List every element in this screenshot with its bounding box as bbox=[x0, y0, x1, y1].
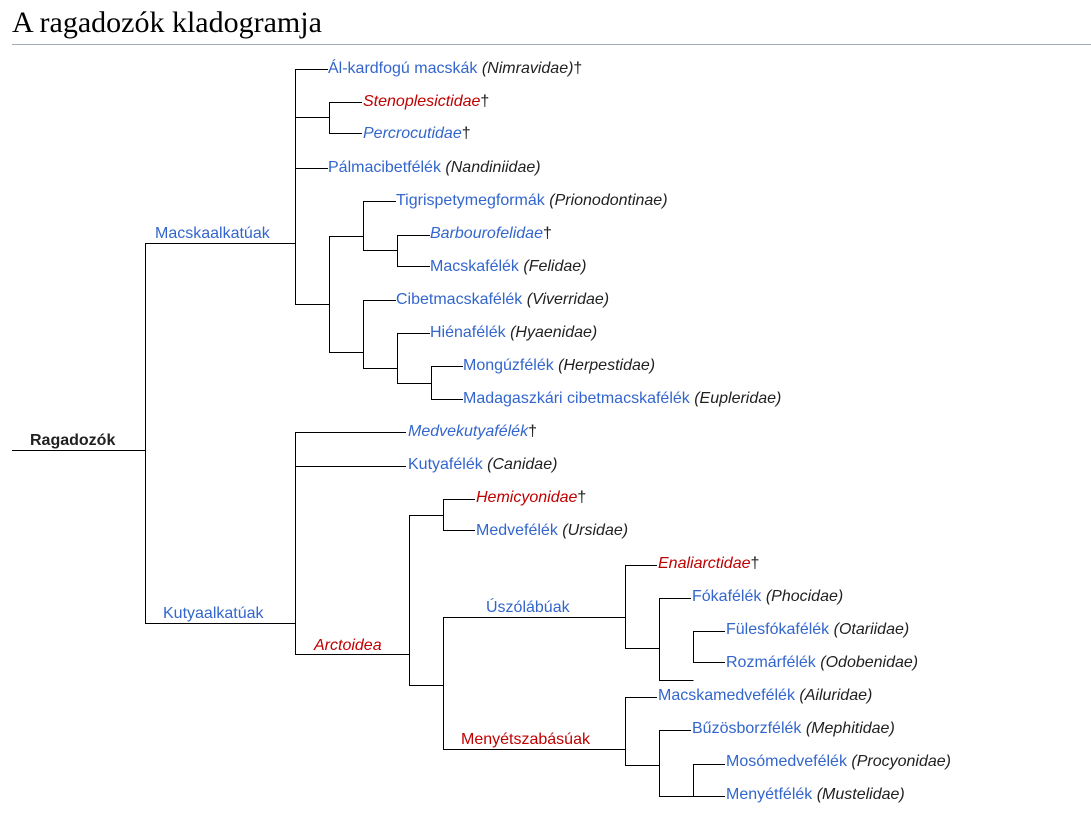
taxon-herpestidae: Mongúzfélék (Herpestidae) bbox=[463, 356, 655, 376]
taxon-stenoplesictidae: Stenoplesictidae† bbox=[363, 92, 489, 112]
scientific-name: (Felidae) bbox=[523, 258, 587, 275]
taxon-felidae: Macskafélék (Felidae) bbox=[430, 257, 587, 277]
taxon-ailuridae: Macskamedvefélék (Ailuridae) bbox=[658, 686, 872, 706]
cladogram-lines bbox=[12, 69, 725, 797]
taxon-link[interactable]: Medvefélék bbox=[476, 522, 558, 539]
scientific-name: (Phocidae) bbox=[765, 588, 844, 605]
scientific-name: (Nandiniidae) bbox=[445, 159, 541, 176]
taxon-link[interactable]: Fülesfókafélék bbox=[726, 621, 830, 638]
scientific-name: (Mustelidae) bbox=[816, 786, 905, 803]
scientific-name: (Ailuridae) bbox=[799, 687, 873, 704]
scientific-name: (Procyonidae) bbox=[851, 753, 952, 770]
scientific-name: (Prionodontinae) bbox=[549, 192, 668, 209]
clade-musteloidea-link[interactable]: Menyétszabásúak bbox=[461, 731, 590, 748]
extinct-dagger: † bbox=[577, 489, 587, 506]
taxon-odobenidae: Rozmárfélék (Odobenidae) bbox=[726, 653, 918, 673]
scientific-name: (Ursidae) bbox=[562, 522, 629, 539]
scientific-name: (Odobenidae) bbox=[820, 654, 919, 671]
taxon-nimravidae: Ál-kardfogú macskák (Nimravidae)† bbox=[328, 59, 582, 79]
taxon-procyonidae: Mosómedvefélék (Procyonidae) bbox=[726, 752, 951, 772]
taxon-link[interactable]: Madagaszkári cibetmacskafélék bbox=[463, 390, 690, 407]
taxon-link[interactable]: Cibetmacskafélék bbox=[396, 291, 523, 308]
taxon-hemicyonidae: Hemicyonidae† bbox=[476, 488, 586, 508]
taxon-hyaenidae: Hiénafélék (Hyaenidae) bbox=[430, 323, 597, 343]
taxon-barbourofelidae: Barbourofelidae† bbox=[430, 224, 552, 244]
taxon-link[interactable]: Menyétfélék bbox=[726, 786, 813, 803]
taxon-viverridae: Cibetmacskafélék (Viverridae) bbox=[396, 290, 609, 310]
taxon-link[interactable]: Ál-kardfogú macskák bbox=[328, 60, 478, 77]
taxon-link[interactable]: Stenoplesictidae bbox=[363, 93, 481, 110]
taxon-mustelidae: Menyétfélék (Mustelidae) bbox=[726, 785, 905, 805]
scientific-name: (Viverridae) bbox=[526, 291, 610, 308]
taxon-link[interactable]: Mongúzfélék bbox=[463, 357, 554, 374]
taxon-link[interactable]: Enaliarctidae bbox=[658, 555, 751, 572]
clade-arctoidea-link[interactable]: Arctoidea bbox=[314, 637, 382, 654]
taxon-canidae: Kutyafélék (Canidae) bbox=[408, 455, 557, 475]
extinct-dagger: † bbox=[573, 60, 583, 77]
extinct-dagger: † bbox=[750, 555, 760, 572]
scientific-name: (Nimravidae) bbox=[481, 60, 574, 77]
scientific-name: (Eupleridae) bbox=[694, 390, 782, 407]
scientific-name: (Mephitidae) bbox=[805, 720, 895, 737]
clade-caniformia-link[interactable]: Kutyaalkatúak bbox=[163, 605, 264, 622]
taxon-link[interactable]: Percrocutidae bbox=[363, 125, 462, 142]
scientific-name: (Canidae) bbox=[487, 456, 558, 473]
taxon-link[interactable]: Hiénafélék bbox=[430, 324, 506, 341]
taxon-link[interactable]: Kutyafélék bbox=[408, 456, 483, 473]
taxon-link[interactable]: Hemicyonidae bbox=[476, 489, 578, 506]
taxon-prionodontinae: Tigrispetymegformák (Prionodontinae) bbox=[396, 191, 668, 211]
scientific-name: (Otariidae) bbox=[833, 621, 910, 638]
taxon-otariidae: Fülesfókafélék (Otariidae) bbox=[726, 620, 909, 640]
taxon-link[interactable]: Rozmárfélék bbox=[726, 654, 816, 671]
clade-feliformia-link[interactable]: Macskaalkatúak bbox=[155, 225, 270, 242]
taxon-link[interactable]: Macskafélék bbox=[430, 258, 519, 275]
taxon-eupleridae: Madagaszkári cibetmacskafélék (Euplerida… bbox=[463, 389, 781, 409]
taxon-link[interactable]: Tigrispetymegformák bbox=[396, 192, 545, 209]
taxon-link[interactable]: Pálmacibetfélék bbox=[328, 159, 441, 176]
taxon-percrocutidae: Percrocutidae† bbox=[363, 124, 471, 144]
extinct-dagger: † bbox=[461, 125, 471, 142]
scientific-name: (Herpestidae) bbox=[558, 357, 656, 374]
taxon-nandiniidae: Pálmacibetfélék (Nandiniidae) bbox=[328, 158, 541, 178]
scientific-name: (Hyaenidae) bbox=[510, 324, 598, 341]
taxon-enaliarctidae: Enaliarctidae† bbox=[658, 554, 759, 574]
extinct-dagger: † bbox=[528, 423, 537, 440]
taxon-mephitidae: Bűzösborzfélék (Mephitidae) bbox=[692, 719, 895, 739]
clade-pinnipedia-link[interactable]: Úszólábúak bbox=[486, 599, 570, 616]
taxon-phocidae: Fókafélék (Phocidae) bbox=[692, 587, 843, 607]
root-label: Ragadozók bbox=[30, 432, 116, 449]
taxon-link[interactable]: Mosómedvefélék bbox=[726, 753, 847, 770]
taxon-link[interactable]: Barbourofelidae bbox=[430, 225, 543, 242]
taxon-amphicyonidae: Medvekutyafélék† bbox=[408, 422, 537, 442]
taxon-ursidae: Medvefélék (Ursidae) bbox=[476, 521, 628, 541]
extinct-dagger: † bbox=[542, 225, 552, 242]
title-underline bbox=[12, 44, 1091, 45]
taxon-link[interactable]: Medvekutyafélék bbox=[408, 423, 529, 440]
extinct-dagger: † bbox=[480, 93, 490, 110]
taxon-link[interactable]: Fókafélék bbox=[692, 588, 762, 605]
page-title: A ragadozók kladogramja bbox=[12, 6, 322, 39]
taxon-link[interactable]: Macskamedvefélék bbox=[658, 687, 795, 704]
taxon-link[interactable]: Bűzösborzfélék bbox=[692, 720, 802, 737]
